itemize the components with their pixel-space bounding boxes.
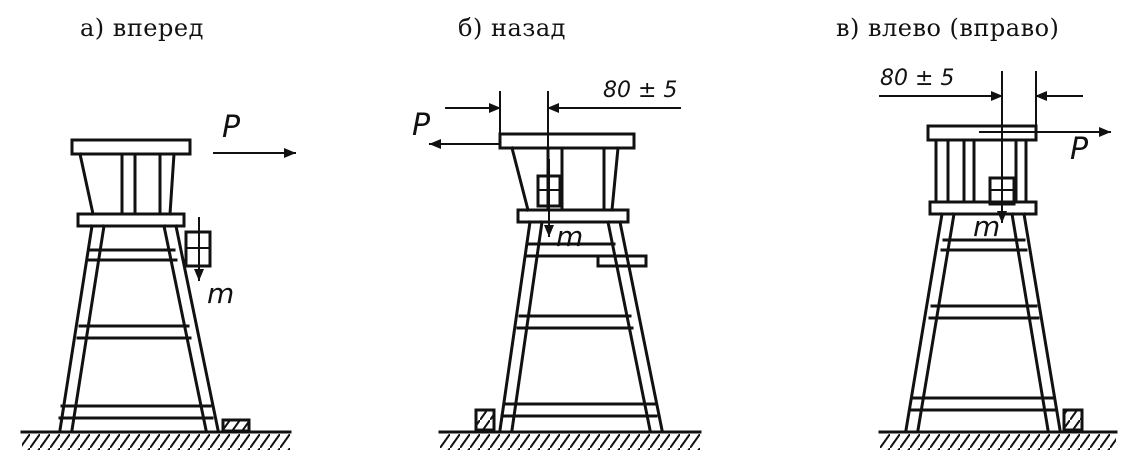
seat-backward [498,132,636,150]
force-label-sideways: P [1070,132,1089,167]
seat-forward [70,138,192,156]
mass-label-forward: m [207,277,235,310]
stop-block-forward [221,418,251,433]
footrest-sideways [928,200,1038,216]
stop-block-sideways [1062,408,1084,432]
panel-title-sideways: в) влево (вправо) [836,14,1060,42]
ground-hatch-sideways [880,434,1116,450]
ground-hatch-backward [440,434,700,450]
leg-right-backward [606,220,652,432]
chair-sideways [878,71,1118,450]
chair-backward [429,91,702,450]
stop-block-backward [474,408,496,432]
leg-left-sideways [904,212,944,432]
ground-hatch-forward [22,434,290,450]
panel-title-forward: а) вперед [80,14,204,42]
force-label-forward: P [222,110,241,145]
panel-title-backward: б) назад [458,14,566,42]
mass-label-backward: m [556,220,584,253]
chair-forward [20,138,296,450]
dimension-label-backward: 80 ± 5 [603,78,678,103]
force-label-backward: P [412,108,431,143]
dimension-label-sideways: 80 ± 5 [880,66,955,91]
footrest-forward [76,212,186,228]
footrest-backward [516,208,630,224]
side-tab-backward [596,254,648,268]
